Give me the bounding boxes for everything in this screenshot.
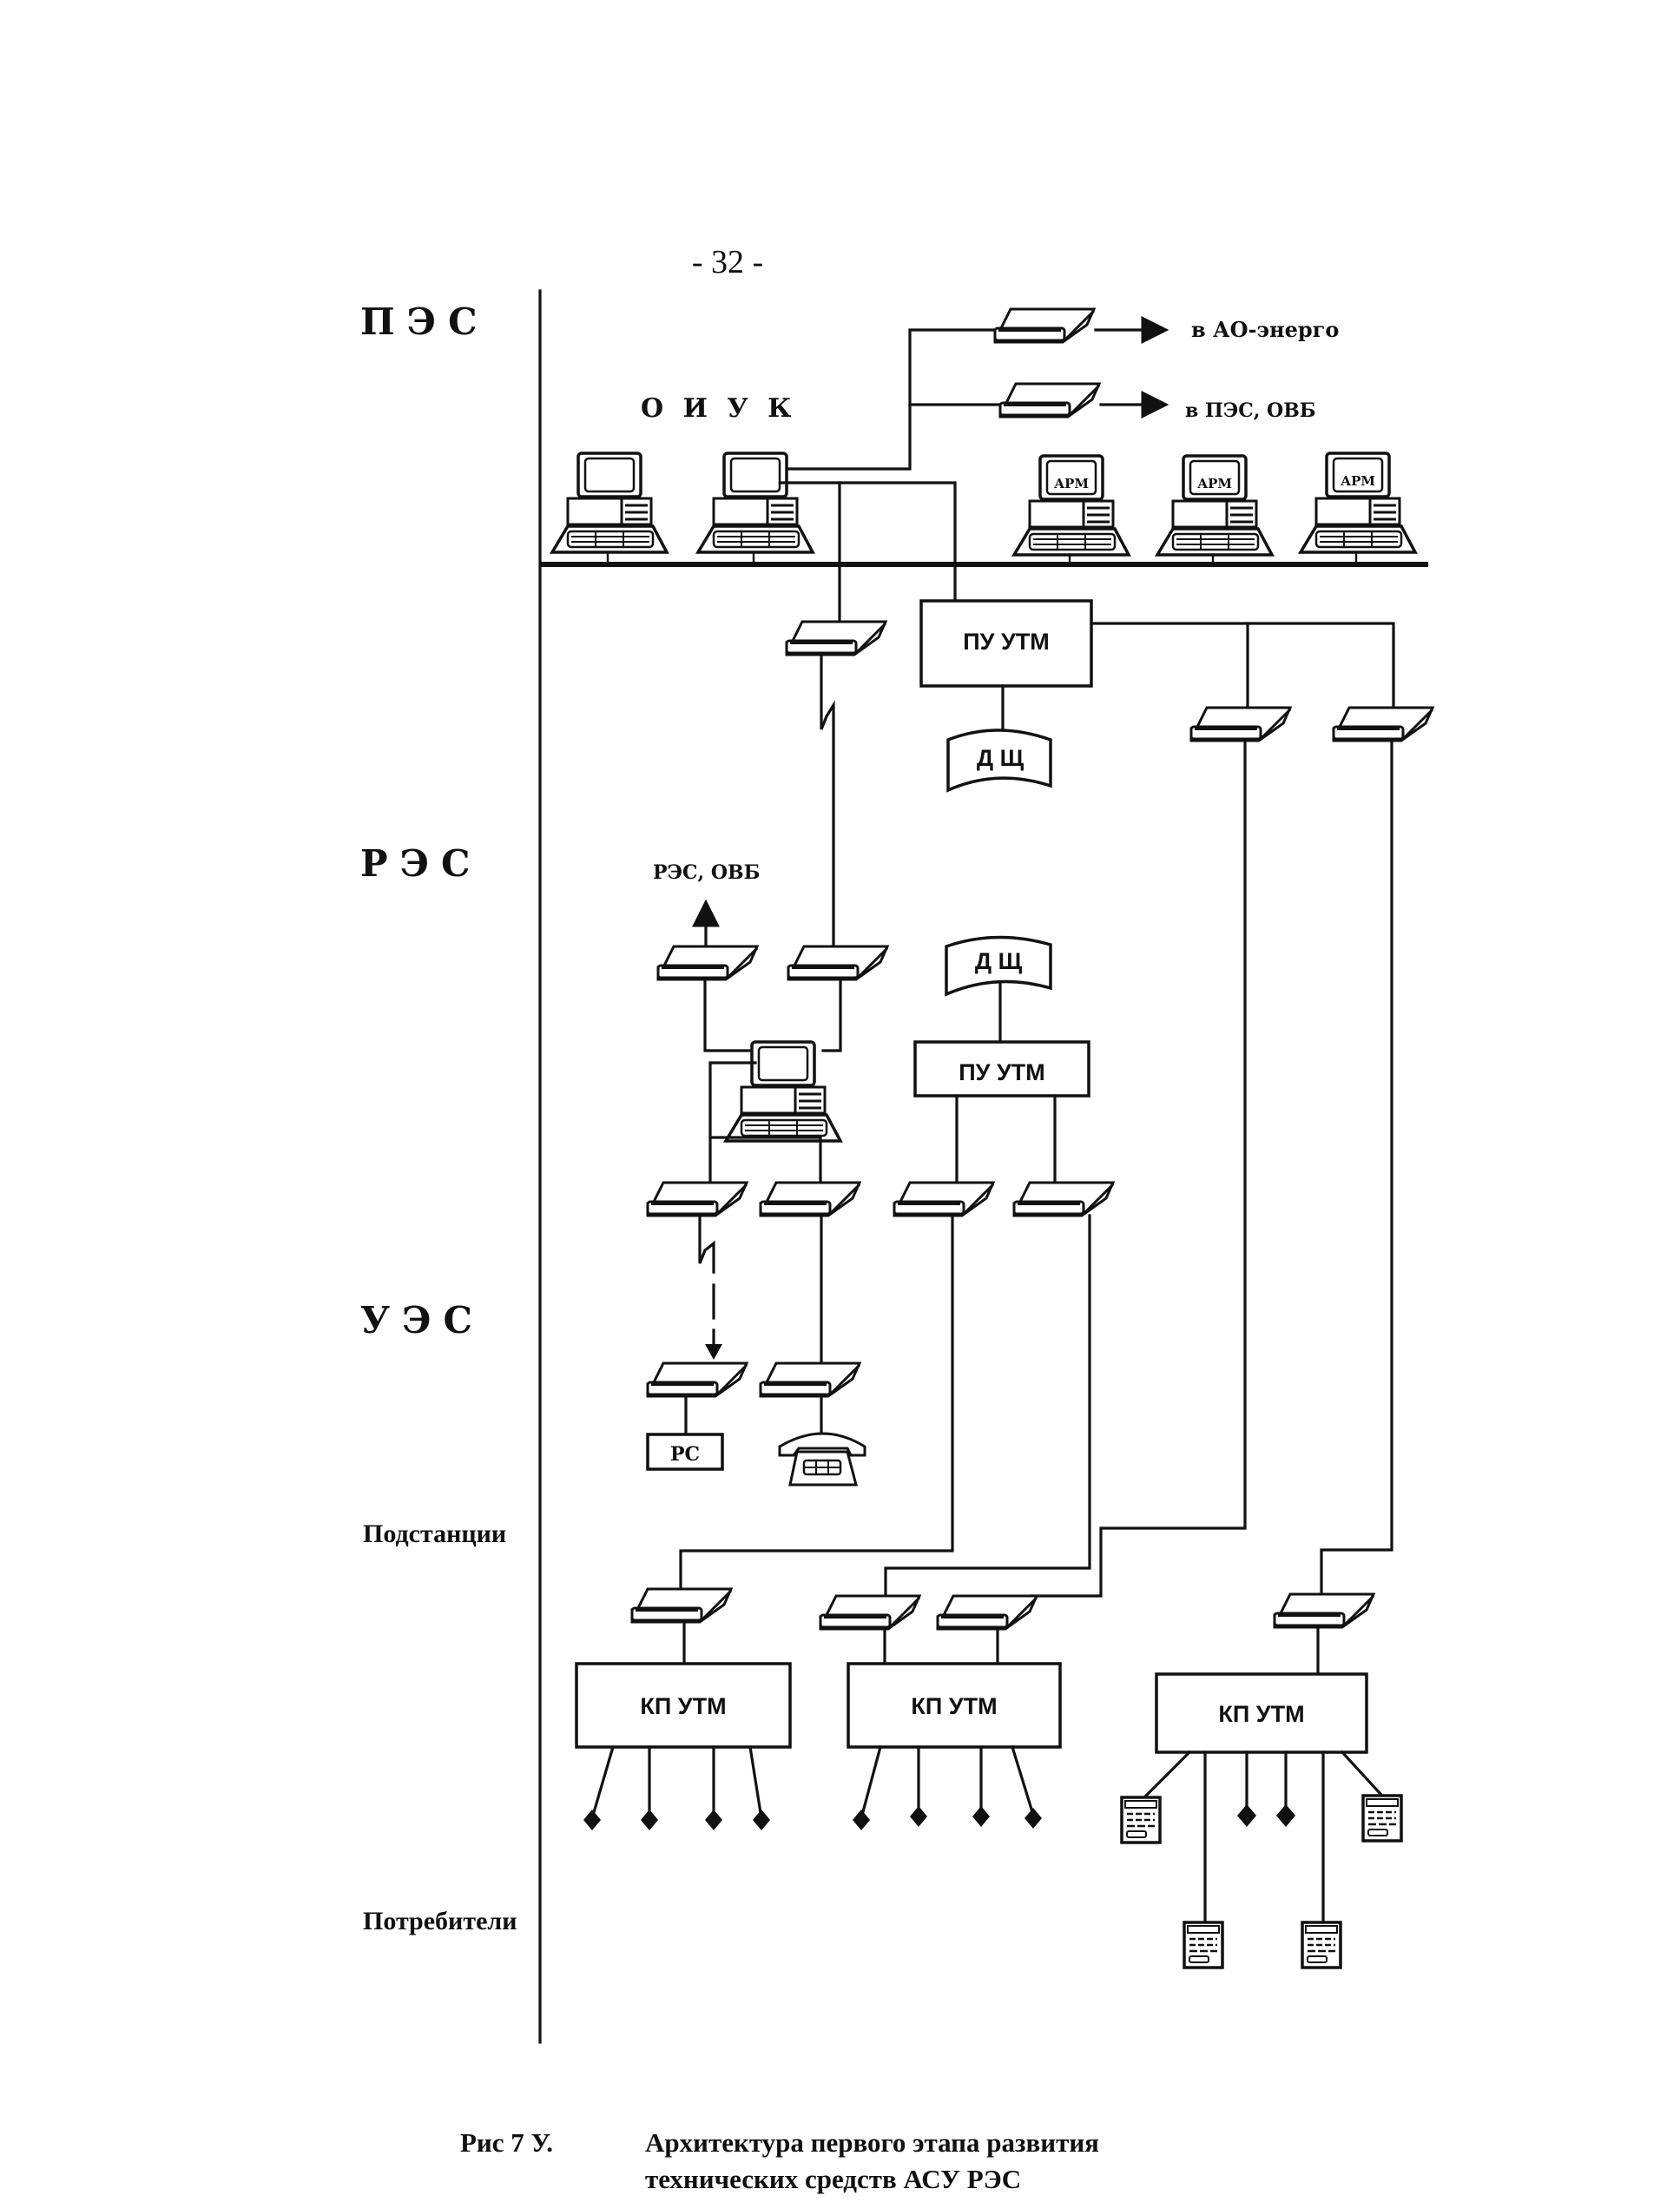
- arm-workstation-3: АРМ: [1299, 452, 1417, 564]
- modem-pes-right-1: [1189, 706, 1292, 742]
- level-label-ues: УЭС: [360, 1299, 484, 1342]
- kp-utm-box-1: [575, 1662, 792, 1749]
- modem-pes-ovb: [998, 382, 1101, 419]
- consumer-meter-3: [1183, 1921, 1224, 1969]
- modem-ues-2: [759, 1181, 861, 1217]
- svg-text:ПУ УТМ: ПУ УТМ: [959, 1059, 1044, 1085]
- svg-text:Д Щ: Д Щ: [975, 948, 1023, 974]
- label-to-pes-ovb: в ПЭС, ОВБ: [1185, 399, 1316, 422]
- pu-utm-res-box: [913, 1040, 1090, 1098]
- figure-number: Рис 7 У.: [460, 2127, 553, 2158]
- svg-text:КП УТМ: КП УТМ: [640, 1693, 726, 1719]
- oiuk-workstation-1: [550, 452, 669, 564]
- res-workstation: [724, 1040, 842, 1143]
- page-number: - 32 -: [692, 244, 763, 280]
- modem-ues-3: [893, 1181, 995, 1217]
- svg-text:РС: РС: [670, 1443, 700, 1466]
- modem-substation-2b: [936, 1594, 1038, 1631]
- modem-rs: [646, 1361, 748, 1398]
- oiuk-workstation-2: [696, 452, 814, 564]
- modem-res-external: [656, 945, 759, 981]
- radio-link-pes-res: [820, 653, 835, 946]
- dispatch-board-pes: Д Щ: [946, 729, 1052, 793]
- rs-radio-station-box: РС: [646, 1433, 724, 1471]
- consumer-meter-1: [1120, 1796, 1162, 1844]
- caption-line-1: Архитектура первого этапа развития: [645, 2127, 1099, 2158]
- svg-text:АРМ: АРМ: [1341, 473, 1375, 489]
- arm-workstation-2: АРМ: [1156, 454, 1274, 564]
- kp-utm-3-consumers: [1120, 1750, 1403, 1969]
- modem-res-from-pes: [787, 945, 889, 981]
- svg-text:КП УТМ: КП УТМ: [1218, 1701, 1304, 1727]
- pu-utm-pes-box: [919, 599, 1093, 688]
- svg-text:АРМ: АРМ: [1054, 476, 1089, 491]
- modem-telephone: [759, 1361, 861, 1398]
- modem-ao-energo: [993, 307, 1096, 344]
- svg-text:ПУ УТМ: ПУ УТМ: [963, 629, 1049, 655]
- oiuk-label: О И У К: [641, 393, 796, 424]
- level-label-consumers: Потребители: [363, 1907, 517, 1935]
- label-to-ao-energo: в АО-энерго: [1191, 317, 1339, 342]
- modem-pes-radio: [785, 620, 887, 656]
- kp-utm-box-2: [847, 1662, 1062, 1749]
- modem-ues-1: [646, 1181, 748, 1217]
- level-label-res: РЭС: [360, 842, 482, 885]
- telephone-icon: [778, 1432, 866, 1487]
- dispatch-board-res: Д Щ: [945, 935, 1052, 997]
- svg-text:Д Щ: Д Щ: [977, 745, 1024, 771]
- modem-substation-3: [1273, 1592, 1375, 1629]
- caption-line-2: технических средств АСУ РЭС: [645, 2164, 1021, 2194]
- modem-substation-2a: [819, 1594, 921, 1631]
- kp-utm-box-3: [1155, 1672, 1368, 1754]
- kp-utm-2-sensors: [853, 1745, 1042, 1830]
- link-oiuk-external: [780, 328, 1000, 471]
- arm-workstation-1: АРМ: [1012, 454, 1130, 564]
- kp-utm-1-sensors: [583, 1745, 770, 1830]
- radio-link-rs: [698, 1214, 715, 1274]
- modem-ues-4: [1012, 1181, 1115, 1217]
- modem-substation-1: [630, 1587, 733, 1624]
- consumer-meter-4: [1301, 1921, 1342, 1969]
- level-label-pes: ПЭС: [360, 300, 490, 343]
- label-res-ovb: РЭС, ОВБ: [653, 861, 760, 884]
- consumer-meter-2: [1361, 1794, 1403, 1843]
- svg-text:КП УТМ: КП УТМ: [911, 1693, 997, 1719]
- modem-pes-right-2: [1332, 706, 1434, 742]
- level-label-substations: Подстанции: [363, 1520, 506, 1548]
- svg-text:АРМ: АРМ: [1197, 476, 1232, 491]
